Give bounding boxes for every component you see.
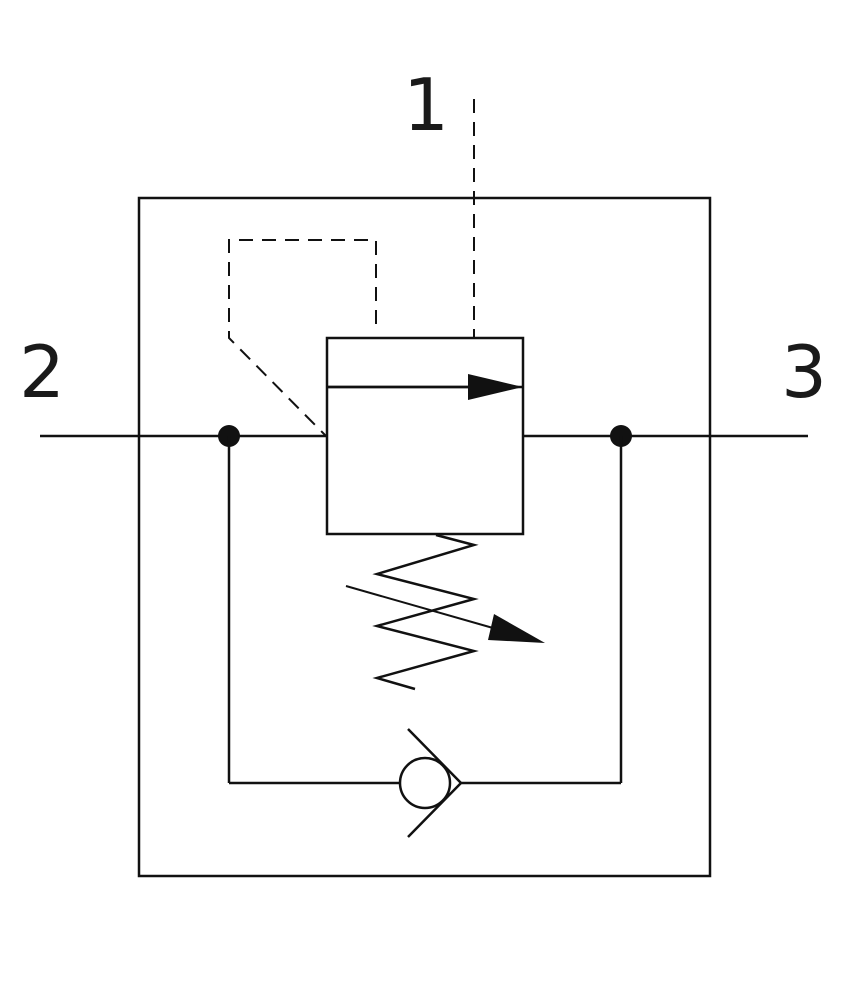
valve-envelope [325, 336, 525, 536]
adjustable-spring [372, 533, 479, 691]
enclosure-frame [137, 196, 712, 878]
port-label-3: 3 [781, 330, 827, 414]
flow-arrow-head [468, 374, 523, 400]
check-valve-ball [398, 756, 452, 810]
port-label-2: 2 [19, 330, 65, 414]
check-valve-seat [407, 728, 463, 838]
internal-pilot-line [228, 239, 377, 437]
adjustment-arrow-shaft [345, 585, 501, 631]
adjustment-arrow-head [488, 614, 545, 643]
port-label-1: 1 [403, 63, 449, 147]
